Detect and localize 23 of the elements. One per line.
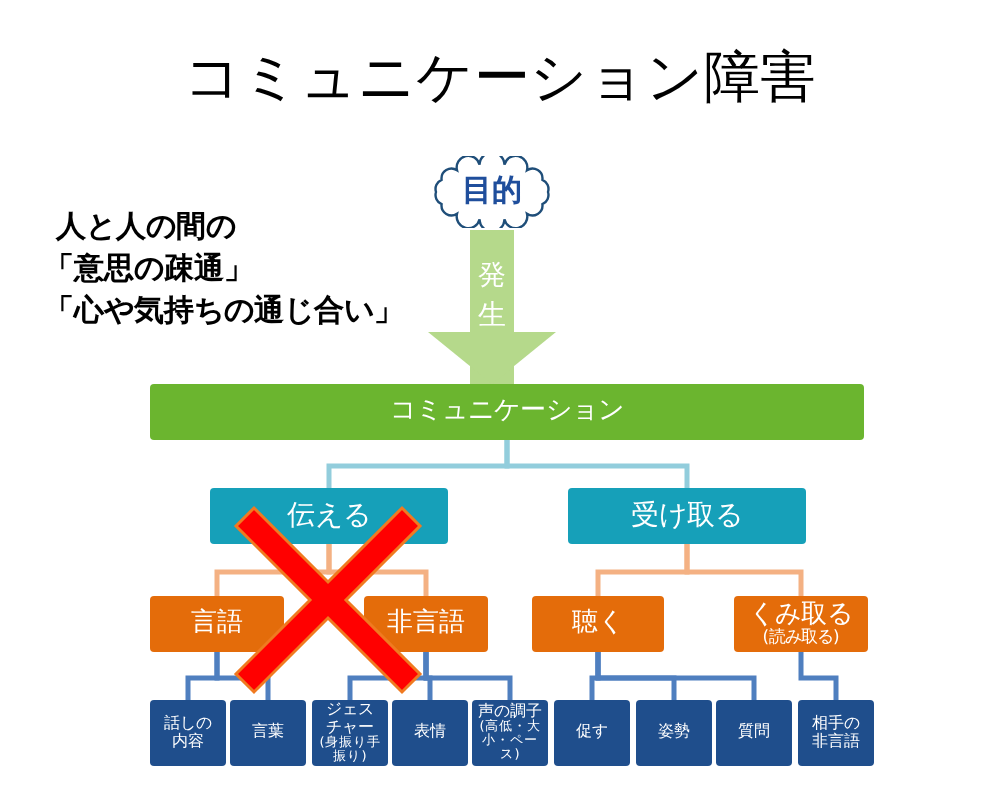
process-bar: コミュニケーション <box>150 384 864 440</box>
connector-line <box>684 544 804 596</box>
note-text: 「意思の疎通」 <box>44 250 254 288</box>
connector-line <box>504 440 690 488</box>
process-box: 質問 <box>716 700 792 766</box>
connector-line <box>423 652 513 700</box>
note-text: 人と人の間の <box>56 208 236 246</box>
process-box: 相手の非言語 <box>798 700 874 766</box>
process-box: くみ取る (読み取る) <box>734 596 868 652</box>
process-box: 非言語 <box>364 596 488 652</box>
connector-line <box>595 652 757 700</box>
note-text: 「心や気持ちの通じ合い」 <box>44 292 404 330</box>
block-arrow <box>428 230 556 384</box>
process-box: 言語 <box>150 596 284 652</box>
process-box: 聴く <box>532 596 664 652</box>
process-box: 話しの内容 <box>150 700 226 766</box>
process-box: 受け取る <box>568 488 806 544</box>
process-box: 表情 <box>392 700 468 766</box>
process-box: 促す <box>554 700 630 766</box>
process-box: 姿勢 <box>636 700 712 766</box>
process-box: 言葉 <box>230 700 306 766</box>
connector-line <box>798 652 839 700</box>
title: コミュニケーション障害 <box>184 42 816 114</box>
